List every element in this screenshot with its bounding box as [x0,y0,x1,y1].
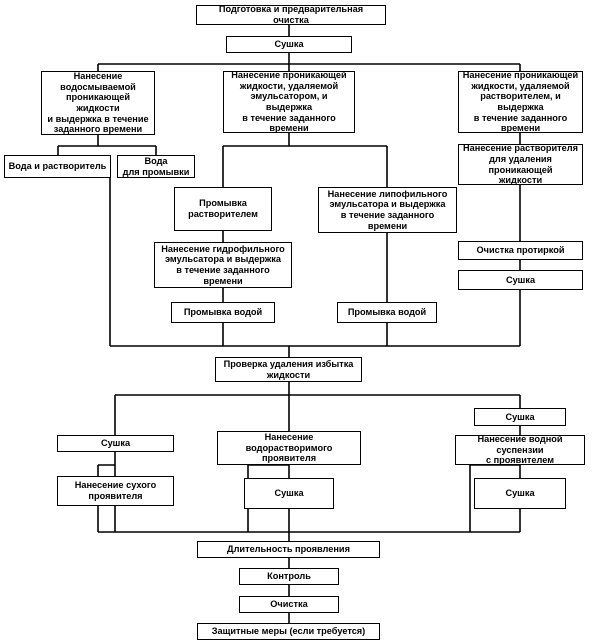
step-drying-5: Сушка [474,408,566,426]
step-solvent-application: Нанесение растворителя для удаления прон… [458,143,583,185]
step-drying-2: Сушка [458,270,583,290]
step-preparation: Подготовка и предварительная очистка [196,4,386,25]
step-excess-removal-check: Проверка удаления избытка жидкости [215,357,362,382]
step-inspection: Контроль [239,568,339,585]
step-solvent-removable-penetrant: Нанесение проникающей жидкости, удаляемо… [458,70,583,133]
step-water-wash-left: Промывка водой [171,302,275,323]
step-dry-developer: Нанесение сухого проявителя [57,476,174,506]
step-lipophilic-emulsifier: Нанесение липофильного эмульсатора и выд… [318,187,457,233]
step-development-duration: Длительность проявления [197,541,380,558]
step-rinse-water: Вода для промывки [117,155,195,178]
step-protective-measures: Защитные меры (если требуется) [197,623,380,640]
step-water-wash-right: Промывка водой [337,302,437,323]
step-drying-1: Сушка [226,36,352,53]
step-drying-6: Сушка [474,478,566,509]
step-water-and-solvent: Вода и растворитель [4,155,111,178]
step-drying-3: Сушка [57,435,174,452]
step-wipe-cleaning: Очистка протиркой [458,241,583,260]
step-drying-4: Сушка [244,478,334,509]
step-water-suspension-developer: Нанесение водной суспензии с проявителем [455,434,585,465]
step-water-washable-penetrant: Нанесение водосмываемой проникающей жидк… [41,71,155,135]
step-cleaning: Очистка [239,596,339,613]
step-solvent-wash: Промывка растворителем [174,187,272,231]
step-hydrophilic-emulsifier: Нанесение гидрофильного эмульсатора и вы… [154,242,292,288]
step-water-soluble-developer: Нанесение водорастворимого проявителя [217,431,361,465]
step-emulsifier-removable-penetrant: Нанесение проникающей жидкости, удаляемо… [223,70,355,133]
